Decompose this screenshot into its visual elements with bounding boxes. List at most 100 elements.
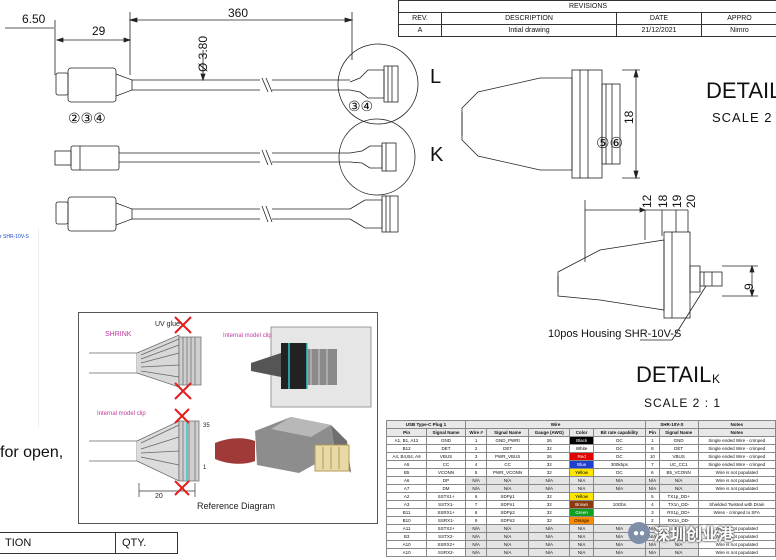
detail-l-housing [571,69,603,179]
wire-table-cell: N/A [592,484,647,493]
wire-table-cell: 8 [464,508,488,517]
wire-table-cell: N/A [569,524,594,533]
wire-table-cell: A7 [386,484,428,493]
uv-glue-label: UV glue [155,321,180,328]
watermark: ●● 深圳创业港 [628,520,768,546]
detail-k-title: DETAIL [636,362,712,387]
for-open-text: for open, [0,444,64,461]
wire-table-cell: CC [426,460,466,469]
wire-table-cell: Single ended Wire - crimped [697,444,776,453]
wire-table-wrapper: USB Type-C Plug 1 Wire SHR-10V-S Notes P… [386,420,776,560]
wire-table-cell: SSRX1+ [426,508,466,517]
detail-l-scale: SCALE 2 : [712,110,776,125]
wire-table-cell: SDPp2 [486,508,530,517]
detail-circle-k [338,118,416,196]
wire-table-cell: UC_CC1 [658,460,699,469]
wire-table-cell: Wires - crimped to SFA [697,508,776,517]
wire-table-cell: VBUS [658,452,699,461]
shrink-label: SHRINK [105,331,132,338]
detail-k-overmold [557,239,665,311]
wire-table-cell: B3 [386,532,428,541]
wire-table-cell: Wire is not populated [697,468,776,477]
side-note: r SHR-10V-S [0,234,29,240]
dim-360: 360 [228,6,249,20]
wire-table-cell: SSRX2- [426,548,466,557]
wire-table-cell: N/A [464,524,488,533]
wire-table-cell: 2 [464,444,488,453]
detail-circle-l [337,43,419,125]
wire-table-cell: VBUS [426,452,466,461]
wire-table-cell: N/A [528,484,571,493]
connector-k [349,145,383,169]
wire-table-cell: N/A [486,540,530,549]
wire-table-cell: N/A [569,476,594,485]
wire-table-cell: N/A [486,524,530,533]
wire-table-cell: 4 [645,500,660,509]
dim-35-ref: 35 [203,423,210,429]
plug-body-bottom [67,196,117,232]
wire-table-cell: Single ended Wire - crimped [697,436,776,445]
wire-table-cell: RX1p_DD+ [658,508,699,517]
wire-table-cell: A3 [386,500,428,509]
wire-table-cell: A1, B1, A12 [386,436,428,445]
wire-table-cell: N/A [645,548,660,557]
plug-body-mid [70,145,120,171]
bom-col-description: TION [0,532,116,554]
wire-table-cell: GND [426,436,466,445]
revisions-table: REVISIONS REV. DESCRIPTION DATE APPRO A … [398,0,776,37]
wire-table-cell: 4 [464,460,488,469]
wire-table-cell: SSTX1+ [426,492,466,501]
dim-19: 19 [670,194,684,208]
wire-table-cell: DC [592,436,647,445]
wire-table-cell: N/A [645,484,660,493]
wire-table-cell: SSTX2+ [426,524,466,533]
reference-diagram-panel: SHRINK UV glue Internal model clip Inter… [78,312,378,524]
wire-table-cell: N/A [528,548,571,557]
connector-bottom [349,199,383,229]
wire-table-cell: Single ended Wire - crimped [697,452,776,461]
connector-l [349,69,385,99]
wire-table-cell: SSRX2+ [426,540,466,549]
wire-table-cell: Black [569,436,594,445]
wire-table-cell: SDPp1 [486,492,530,501]
wire-table-cell: Wire is not populated [697,484,776,493]
wire-table-cell: DC [592,444,647,453]
wire-table-cell: A5 [386,460,428,469]
wire-table-header-cell: Signal Name [426,428,466,437]
wire-table-cell: 5 [645,492,660,501]
dim-9: 9 [742,283,756,290]
detail-k-letter: K [712,372,721,386]
wire-table-cell: Green [569,508,594,517]
wire-table-cell: N/A [528,524,571,533]
wire-table-cell: SSTX1- [426,500,466,509]
wire-table-cell: A4, B4,B4, A9 [386,452,428,461]
detail-l-title: DETAIL [706,78,776,103]
wire-table-cell: B10 [386,516,428,525]
wire-table-header-cell: Signal Name [658,428,699,437]
wire-table-cell: White [569,444,594,453]
wire-table-cell: A6 [386,476,428,485]
strain-relief-top [115,73,133,97]
dim-20: 20 [684,194,698,208]
wire-table-cell: 10Gbs [592,500,647,509]
wire-table-cell: N/A [569,484,594,493]
wire-table-cell: 26 [528,452,571,461]
balloons-connector: ③④ [348,98,374,114]
wire-table-cell: N/A [658,548,699,557]
wire-table-cell: 32 [528,468,571,477]
wire-table-cell: A10 [386,548,428,557]
wire-table-cell: Yellow [569,492,594,501]
wire-table-cell: 1 [464,436,488,445]
wire-table-cell: 6 [464,492,488,501]
group-header-usb: USB Type-C Plug 1 [386,420,466,429]
dim-18: 18 [656,194,670,208]
wire-table-cell: 32 [528,508,571,517]
bom-table: TION QTY. [0,532,178,554]
